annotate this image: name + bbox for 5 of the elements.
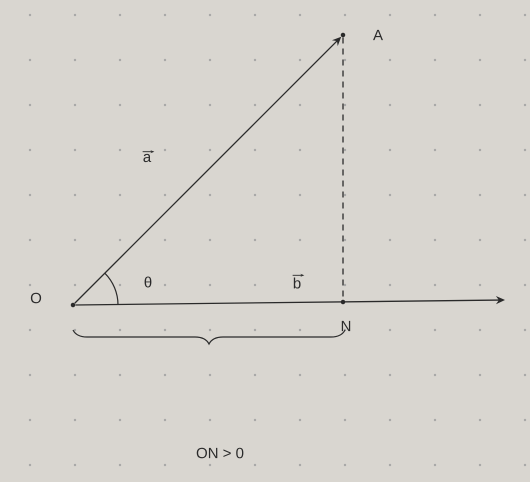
point-label: N [342,320,350,332]
point-label: A [373,30,383,40]
note: ON > 0 [195,446,245,460]
point-label: O [30,292,42,304]
angle-label: θ [142,276,154,288]
